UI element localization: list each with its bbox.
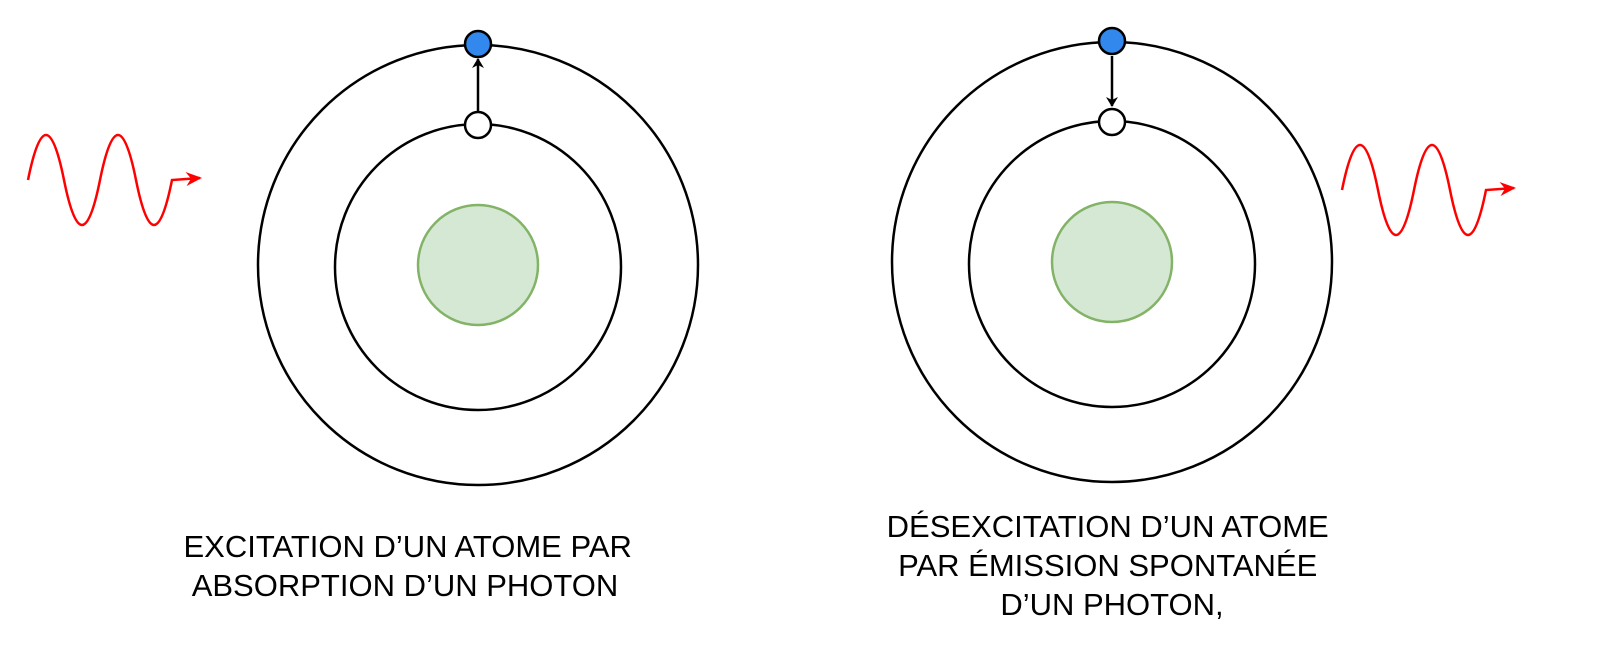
vacant-inner-electron-slot [1097,107,1127,137]
emission-panel: DÉSEXCITATION D’UN ATOME PAR ÉMISSION SP… [887,26,1516,622]
absorption-caption-line-2: ABSORPTION D’UN PHOTON [192,568,619,603]
absorption-caption-line-1: EXCITATION D’UN ATOME PAR [183,529,631,564]
emission-caption-line-1: DÉSEXCITATION D’UN ATOME [887,509,1329,544]
vacated-inner-electron [463,110,493,140]
incoming-photon-wave [26,133,202,227]
emitted-photon-wave [1340,143,1516,237]
nucleus [1050,200,1174,324]
emission-caption-line-2: PAR ÉMISSION SPONTANÉE [898,548,1317,583]
emission-caption-line-3: D’UN PHOTON, [1000,587,1223,622]
nucleus [416,203,540,327]
excited-outer-electron [463,29,493,59]
excited-outer-electron [1097,26,1127,56]
emission-caption: DÉSEXCITATION D’UN ATOME PAR ÉMISSION SP… [887,509,1338,622]
absorption-panel: EXCITATION D’UN ATOME PAR ABSORPTION D’U… [26,29,700,603]
absorption-caption: EXCITATION D’UN ATOME PAR ABSORPTION D’U… [183,529,640,603]
